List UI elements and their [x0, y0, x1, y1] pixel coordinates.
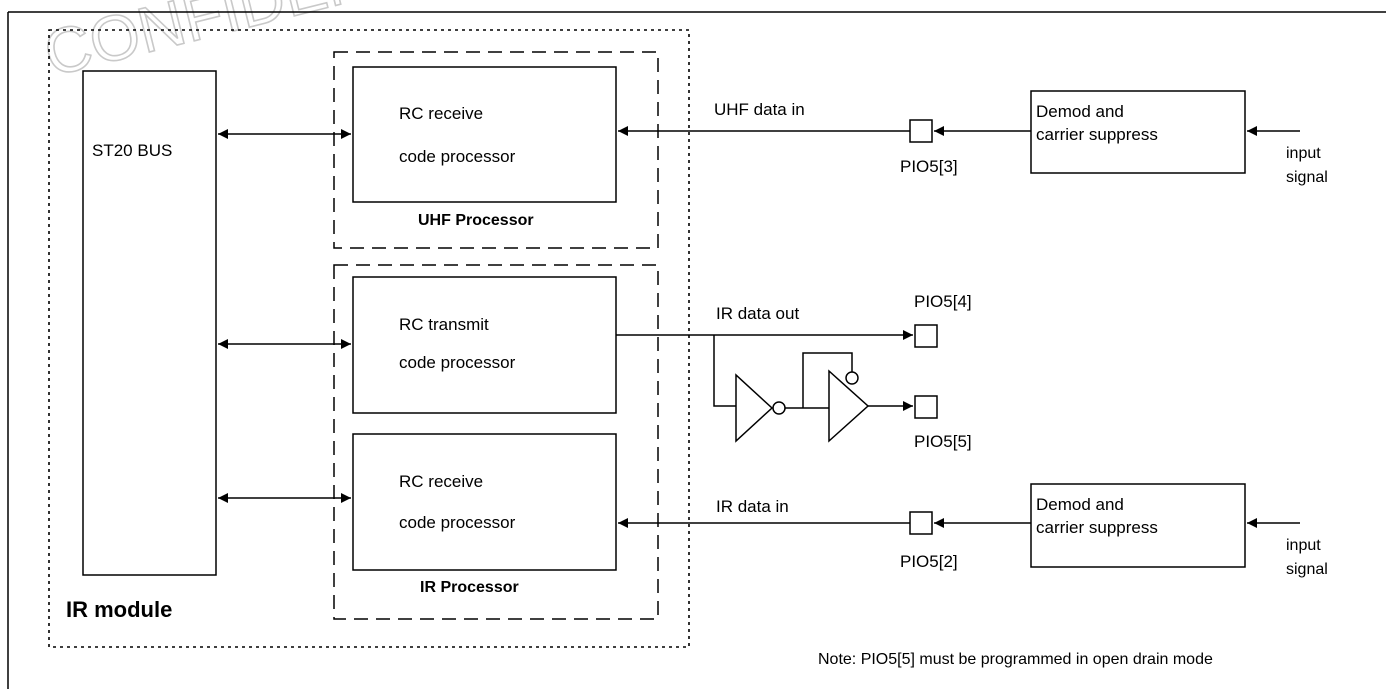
ir-data-in-label: IR data in [716, 497, 789, 516]
uhf-rc-receive-block [352, 66, 617, 203]
st20-bus-block [82, 70, 217, 576]
tristate-buffer-gate [828, 369, 870, 443]
ir-receive-line2: code processor [399, 513, 516, 532]
pio5-3-pin [909, 119, 933, 143]
enable-feedback-wire [802, 352, 853, 408]
ir-data-out-label: IR data out [716, 304, 800, 323]
ir-transmit-line1: RC transmit [399, 315, 489, 334]
pio5-2-label: PIO5[2] [900, 552, 958, 571]
ir-module-boundary [48, 29, 690, 648]
demod-bottom-line2: carrier suppress [1036, 518, 1158, 537]
st20-bus-label: ST20 BUS [92, 141, 173, 160]
demod-bottom-line1: Demod and [1036, 495, 1124, 514]
demod-top-line1: Demod and [1036, 102, 1124, 121]
demod-bottom-block [1030, 483, 1246, 568]
ir-processor-title: IR Processor [420, 579, 519, 596]
pio5-5-label: PIO5[5] [914, 432, 972, 451]
input-bottom-line1: input [1286, 537, 1321, 554]
uhf-processor-group [333, 51, 659, 249]
ir-rc-transmit-block [352, 276, 617, 414]
uhf-data-in-label: UHF data in [714, 100, 805, 119]
uhf-processor-title: UHF Processor [418, 212, 534, 229]
uhf-receive-line1: RC receive [399, 104, 484, 123]
pio5-4-pin [914, 324, 938, 348]
pio5-5-pin [914, 395, 938, 419]
pio5-4-label: PIO5[4] [914, 292, 972, 311]
demod-top-block [1030, 90, 1246, 174]
input-top-line1: input [1286, 145, 1321, 162]
pio5-3-label: PIO5[3] [900, 157, 958, 176]
enable-bubble [845, 371, 859, 385]
demod-top-line2: carrier suppress [1036, 125, 1158, 144]
inverter-bubble [772, 401, 786, 415]
input-bottom-line2: signal [1286, 561, 1328, 578]
ir-receive-line1: RC receive [399, 472, 484, 491]
pio5-2-pin [909, 511, 933, 535]
ir-transmit-line2: code processor [399, 353, 516, 372]
ir-rc-receive-block [352, 433, 617, 571]
inverter-gate [735, 373, 774, 443]
ir-processor-group [333, 264, 659, 620]
note-text: Note: PIO5[5] must be programmed in open… [818, 651, 1213, 668]
watermark-text: CONFIDENTIAL [37, 0, 510, 90]
ir-module-label: IR module [66, 597, 173, 622]
inverter-input-wire [713, 335, 736, 407]
input-top-line2: signal [1286, 169, 1328, 186]
uhf-receive-line2: code processor [399, 147, 516, 166]
